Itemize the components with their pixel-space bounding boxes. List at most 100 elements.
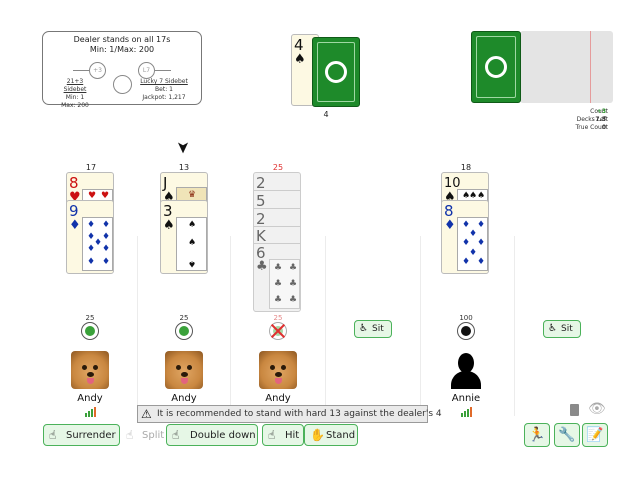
chair-icon: ♿ [359, 323, 368, 334]
surrender-label: Surrender [66, 430, 116, 441]
surrender-button[interactable]: ☝ Surrender [43, 424, 120, 446]
shoe [520, 31, 613, 103]
dog-eye [82, 365, 87, 370]
hand-icon: ☝ [49, 428, 57, 442]
seat-2-name: Andy [171, 393, 197, 404]
stand-button[interactable]: ✋ Stand [304, 424, 358, 446]
spade-pip-icon: ♠ [477, 191, 486, 201]
spade-pip-icon: ♠ [188, 220, 197, 230]
seat-1-card-2: 9 ♦ ♦ ♦ ♦ ♦ ♦ ♦ ♦ ♦ ♦ [66, 200, 114, 274]
seat-1-score: 17 [85, 163, 97, 172]
decks-left-value: 7.5 [595, 116, 606, 123]
diamond-pip-icon: ♦ [94, 238, 103, 248]
silhouette-head [458, 353, 474, 373]
shoe-cut-card [590, 31, 591, 103]
seat-5-chip-icon[interactable] [457, 322, 475, 340]
seat-5-signal-icon [461, 407, 473, 417]
sidebet-lucky7-jackpot: Jackpot: 1,217 [142, 94, 186, 101]
club-suit-icon: ♣ [256, 259, 268, 274]
open-hand-icon: ✋ [310, 428, 325, 442]
card-back-border [317, 42, 355, 102]
leave-table-icon[interactable]: 🏃 [524, 423, 550, 447]
seat-2-bet: 25 [179, 314, 189, 322]
seat-1-bet: 25 [85, 314, 95, 322]
chip-center [85, 326, 95, 336]
seat-1-avatar[interactable] [71, 351, 109, 389]
card-rank: 2 [256, 174, 266, 192]
seat-5-avatar-silhouette-icon[interactable] [447, 351, 485, 389]
card-back-logo-icon [485, 56, 507, 78]
card-rank: 2 [256, 210, 266, 228]
dog-eye [281, 365, 286, 370]
card-face: ♣ ♣ ♣ ♣ ♣ ♣ [269, 259, 300, 309]
diamond-pip-icon: ♦ [477, 257, 486, 267]
chair-icon: ♿ [548, 323, 557, 334]
diamond-suit-icon: ♦ [69, 218, 81, 233]
decks-left-label: Decks Left [576, 116, 608, 123]
diamond-pip-icon: ♦ [102, 257, 111, 267]
dog-tongue [275, 378, 282, 384]
seat-2-chip-icon[interactable] [175, 322, 193, 340]
spade-suit-icon: ♠ [163, 218, 175, 233]
settings-wrench-icon[interactable]: 🔧 [554, 423, 580, 447]
sidebet-lucky7-title[interactable]: Lucky 7 Sidebet [140, 78, 188, 85]
seat-1-chip-icon[interactable] [81, 322, 99, 340]
dog-eye [176, 365, 181, 370]
seat-5-score: 18 [460, 163, 472, 172]
seat-6-sit-button[interactable]: ♿ Sit [543, 320, 581, 338]
chip-center [179, 326, 189, 336]
seat-3-name: Andy [265, 393, 291, 404]
sidebet-lucky7-spot[interactable]: L7 [138, 62, 155, 79]
seat-3-lost-chip-icon [269, 322, 287, 340]
split-button[interactable]: ☝ Split [120, 424, 166, 446]
seat-2-avatar[interactable] [165, 351, 203, 389]
hand-icon: ☝ [172, 428, 180, 442]
active-hand-arrow-icon: ➤ [174, 140, 194, 155]
card-rank: 8 [69, 174, 79, 192]
club-pip-icon: ♣ [289, 279, 298, 289]
sidebet-21-3-max: Max: 200 [61, 102, 89, 109]
diamond-pip-icon: ♦ [477, 220, 486, 230]
count-row: Count +3 [548, 108, 608, 115]
hit-button[interactable]: ☝ Hit [262, 424, 304, 446]
dog-tongue [181, 378, 188, 384]
card-rank: J [163, 174, 168, 192]
seat-4-sit-button[interactable]: ♿ Sit [354, 320, 392, 338]
diamond-pip-icon: ♦ [87, 244, 96, 254]
eye-icon[interactable]: 👁 [588, 401, 606, 417]
chip-stack-icon [570, 404, 579, 416]
split-label: Split [142, 430, 165, 441]
dog-eye [270, 365, 275, 370]
true-count-label: True Count [575, 124, 608, 131]
card-rank: K [256, 227, 266, 245]
seat-1-name: Andy [77, 393, 103, 404]
connector-line [155, 70, 171, 71]
sidebet-21-3-min: Min: 1 [65, 94, 85, 101]
card-face: ♦ ♦ ♦ ♦ ♦ ♦ ♦ ♦ [457, 217, 488, 271]
dog-nose [275, 372, 282, 377]
card-face: ♠ ♠ ♠ [176, 217, 207, 271]
notes-icon[interactable]: 📝 [582, 423, 608, 447]
diamond-pip-icon: ♦ [87, 232, 96, 242]
heart-suit-icon: ♥ [69, 190, 81, 205]
card-rank: 9 [69, 202, 79, 220]
seat-3-avatar[interactable] [259, 351, 297, 389]
diamond-pip-icon: ♦ [462, 257, 471, 267]
diamond-pip-icon: ♦ [477, 238, 486, 248]
club-pip-icon: ♣ [274, 263, 283, 273]
spade-pip-icon: ♠ [188, 258, 197, 268]
club-pip-icon: ♣ [274, 295, 283, 305]
seat-divider [137, 236, 138, 416]
sidebet-lucky7-bet: Bet: 1 [155, 86, 173, 93]
card-edge [254, 226, 300, 227]
double-down-button[interactable]: ☝ Double down [166, 424, 258, 446]
sidebet-21-3-spot[interactable]: +3 [89, 62, 106, 79]
seat-divider [420, 236, 421, 416]
diamond-pip-icon: ♦ [102, 232, 111, 242]
seat-3-busted-hand: 2 5 2 K 6 ♣ ♣ ♣ ♣ ♣ ♣ ♣ [253, 172, 301, 312]
diamond-pip-icon: ♦ [102, 220, 111, 230]
main-bet-spot[interactable] [113, 75, 132, 94]
sidebet-21-3-info: 21+3 Sidebet Min: 1 Max: 200 [55, 78, 95, 110]
card-back-logo-icon [325, 61, 347, 83]
sidebet-21-3-title[interactable]: 21+3 Sidebet [63, 78, 87, 93]
